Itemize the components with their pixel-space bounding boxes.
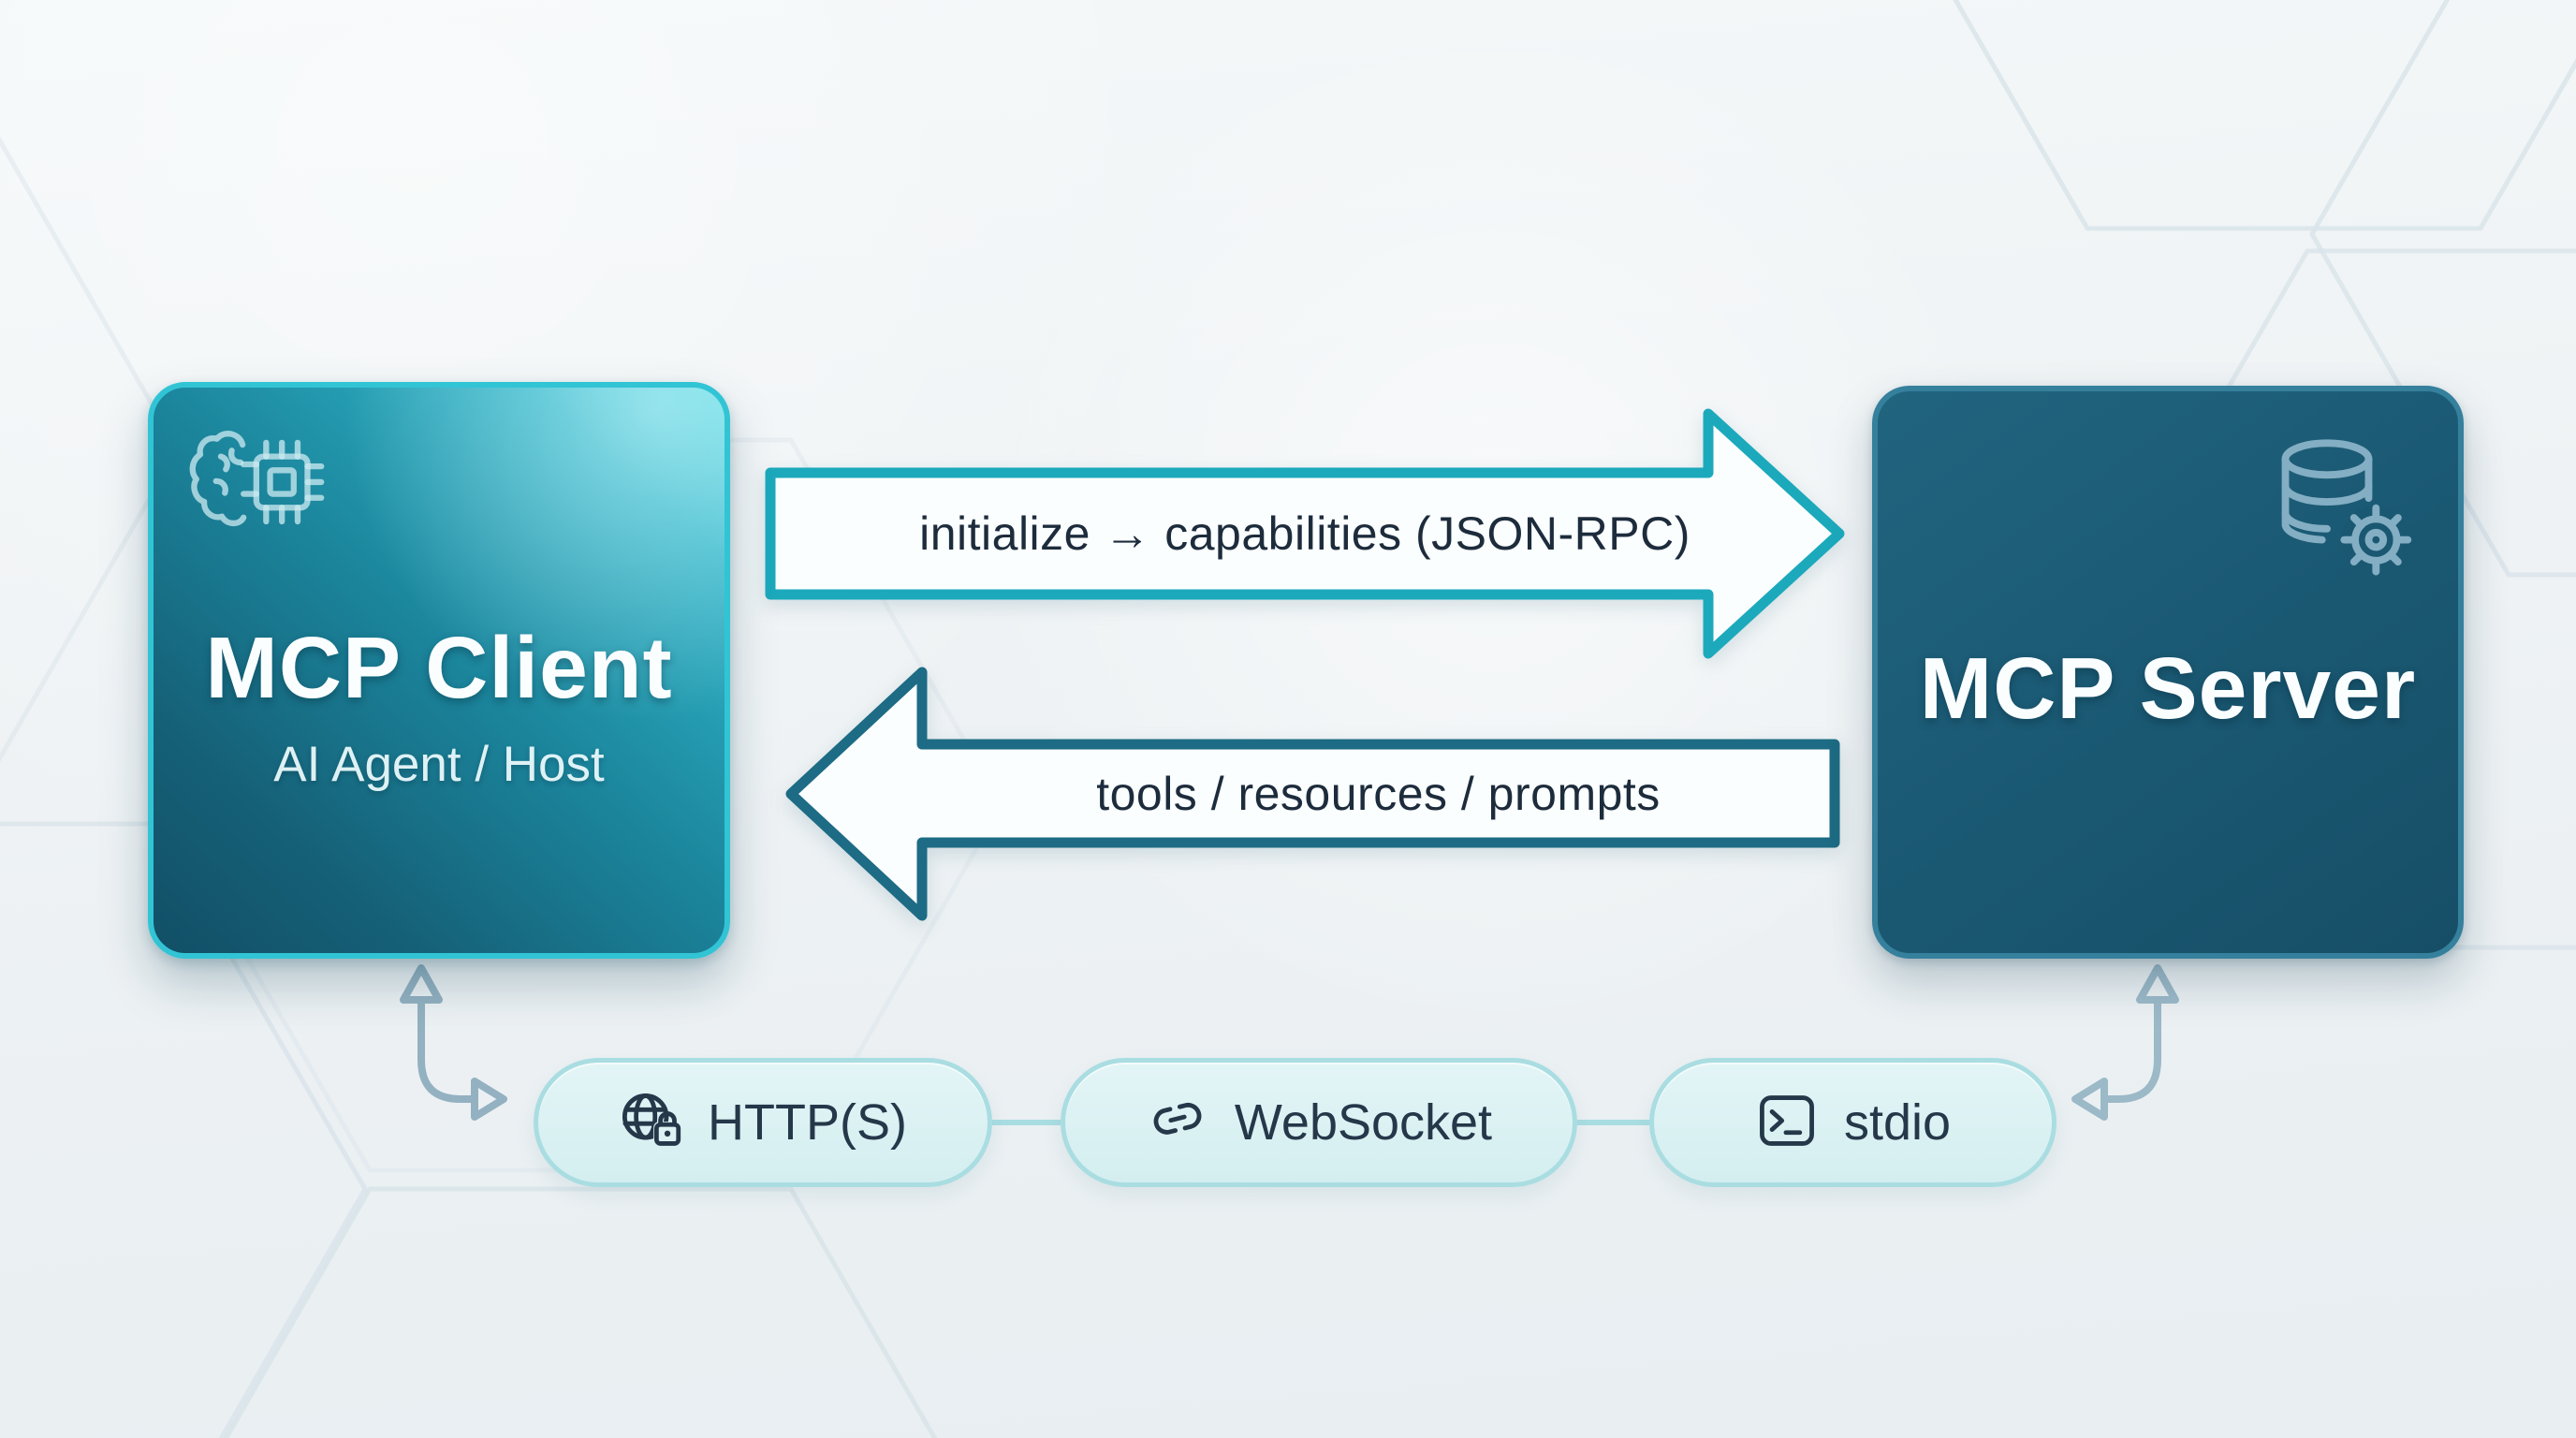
- up-arrowhead-icon: [2136, 964, 2179, 1004]
- request-arrow-label: initialize → capabilities (JSON-RPC): [919, 507, 1690, 560]
- response-arrow-label: tools / resources / prompts: [1096, 768, 1661, 820]
- hexagon-decoration: [0, 821, 368, 1438]
- client-transport-connector: [400, 964, 507, 1121]
- left-arrowhead-icon: [2071, 1078, 2108, 1121]
- request-arrow-shape: [765, 408, 1845, 659]
- right-arrowhead-icon: [471, 1078, 507, 1121]
- transport-label: HTTP(S): [708, 1094, 907, 1151]
- brain-chip-icon: [185, 425, 333, 546]
- transport-pill-stdio: stdio: [1649, 1058, 2056, 1187]
- transport-pill-http: HTTP(S): [534, 1058, 992, 1187]
- hexagon-decoration: [223, 1186, 938, 1438]
- server-transport-connector: [2071, 964, 2179, 1121]
- up-arrowhead-icon: [400, 964, 443, 1004]
- globe-lock-icon: [619, 1089, 682, 1157]
- transport-label: WebSocket: [1234, 1094, 1493, 1151]
- client-title: MCP Client: [205, 619, 673, 716]
- mcp-client-box: MCP Client AI Agent / Host: [148, 382, 730, 959]
- server-title: MCP Server: [1919, 639, 2417, 737]
- client-subtitle: AI Agent / Host: [273, 737, 605, 792]
- transport-pill-websocket: WebSocket: [1061, 1058, 1577, 1187]
- mcp-server-box: MCP Server: [1872, 386, 2464, 959]
- chain-link-icon: [1146, 1089, 1209, 1157]
- transport-label: stdio: [1843, 1094, 1952, 1151]
- terminal-icon: [1755, 1089, 1819, 1157]
- response-arrow-shape: [785, 667, 1840, 921]
- hexagon-decoration: [2309, 0, 2576, 578]
- database-gear-icon: [2263, 427, 2422, 589]
- hexagon-decoration: [1953, 0, 2576, 231]
